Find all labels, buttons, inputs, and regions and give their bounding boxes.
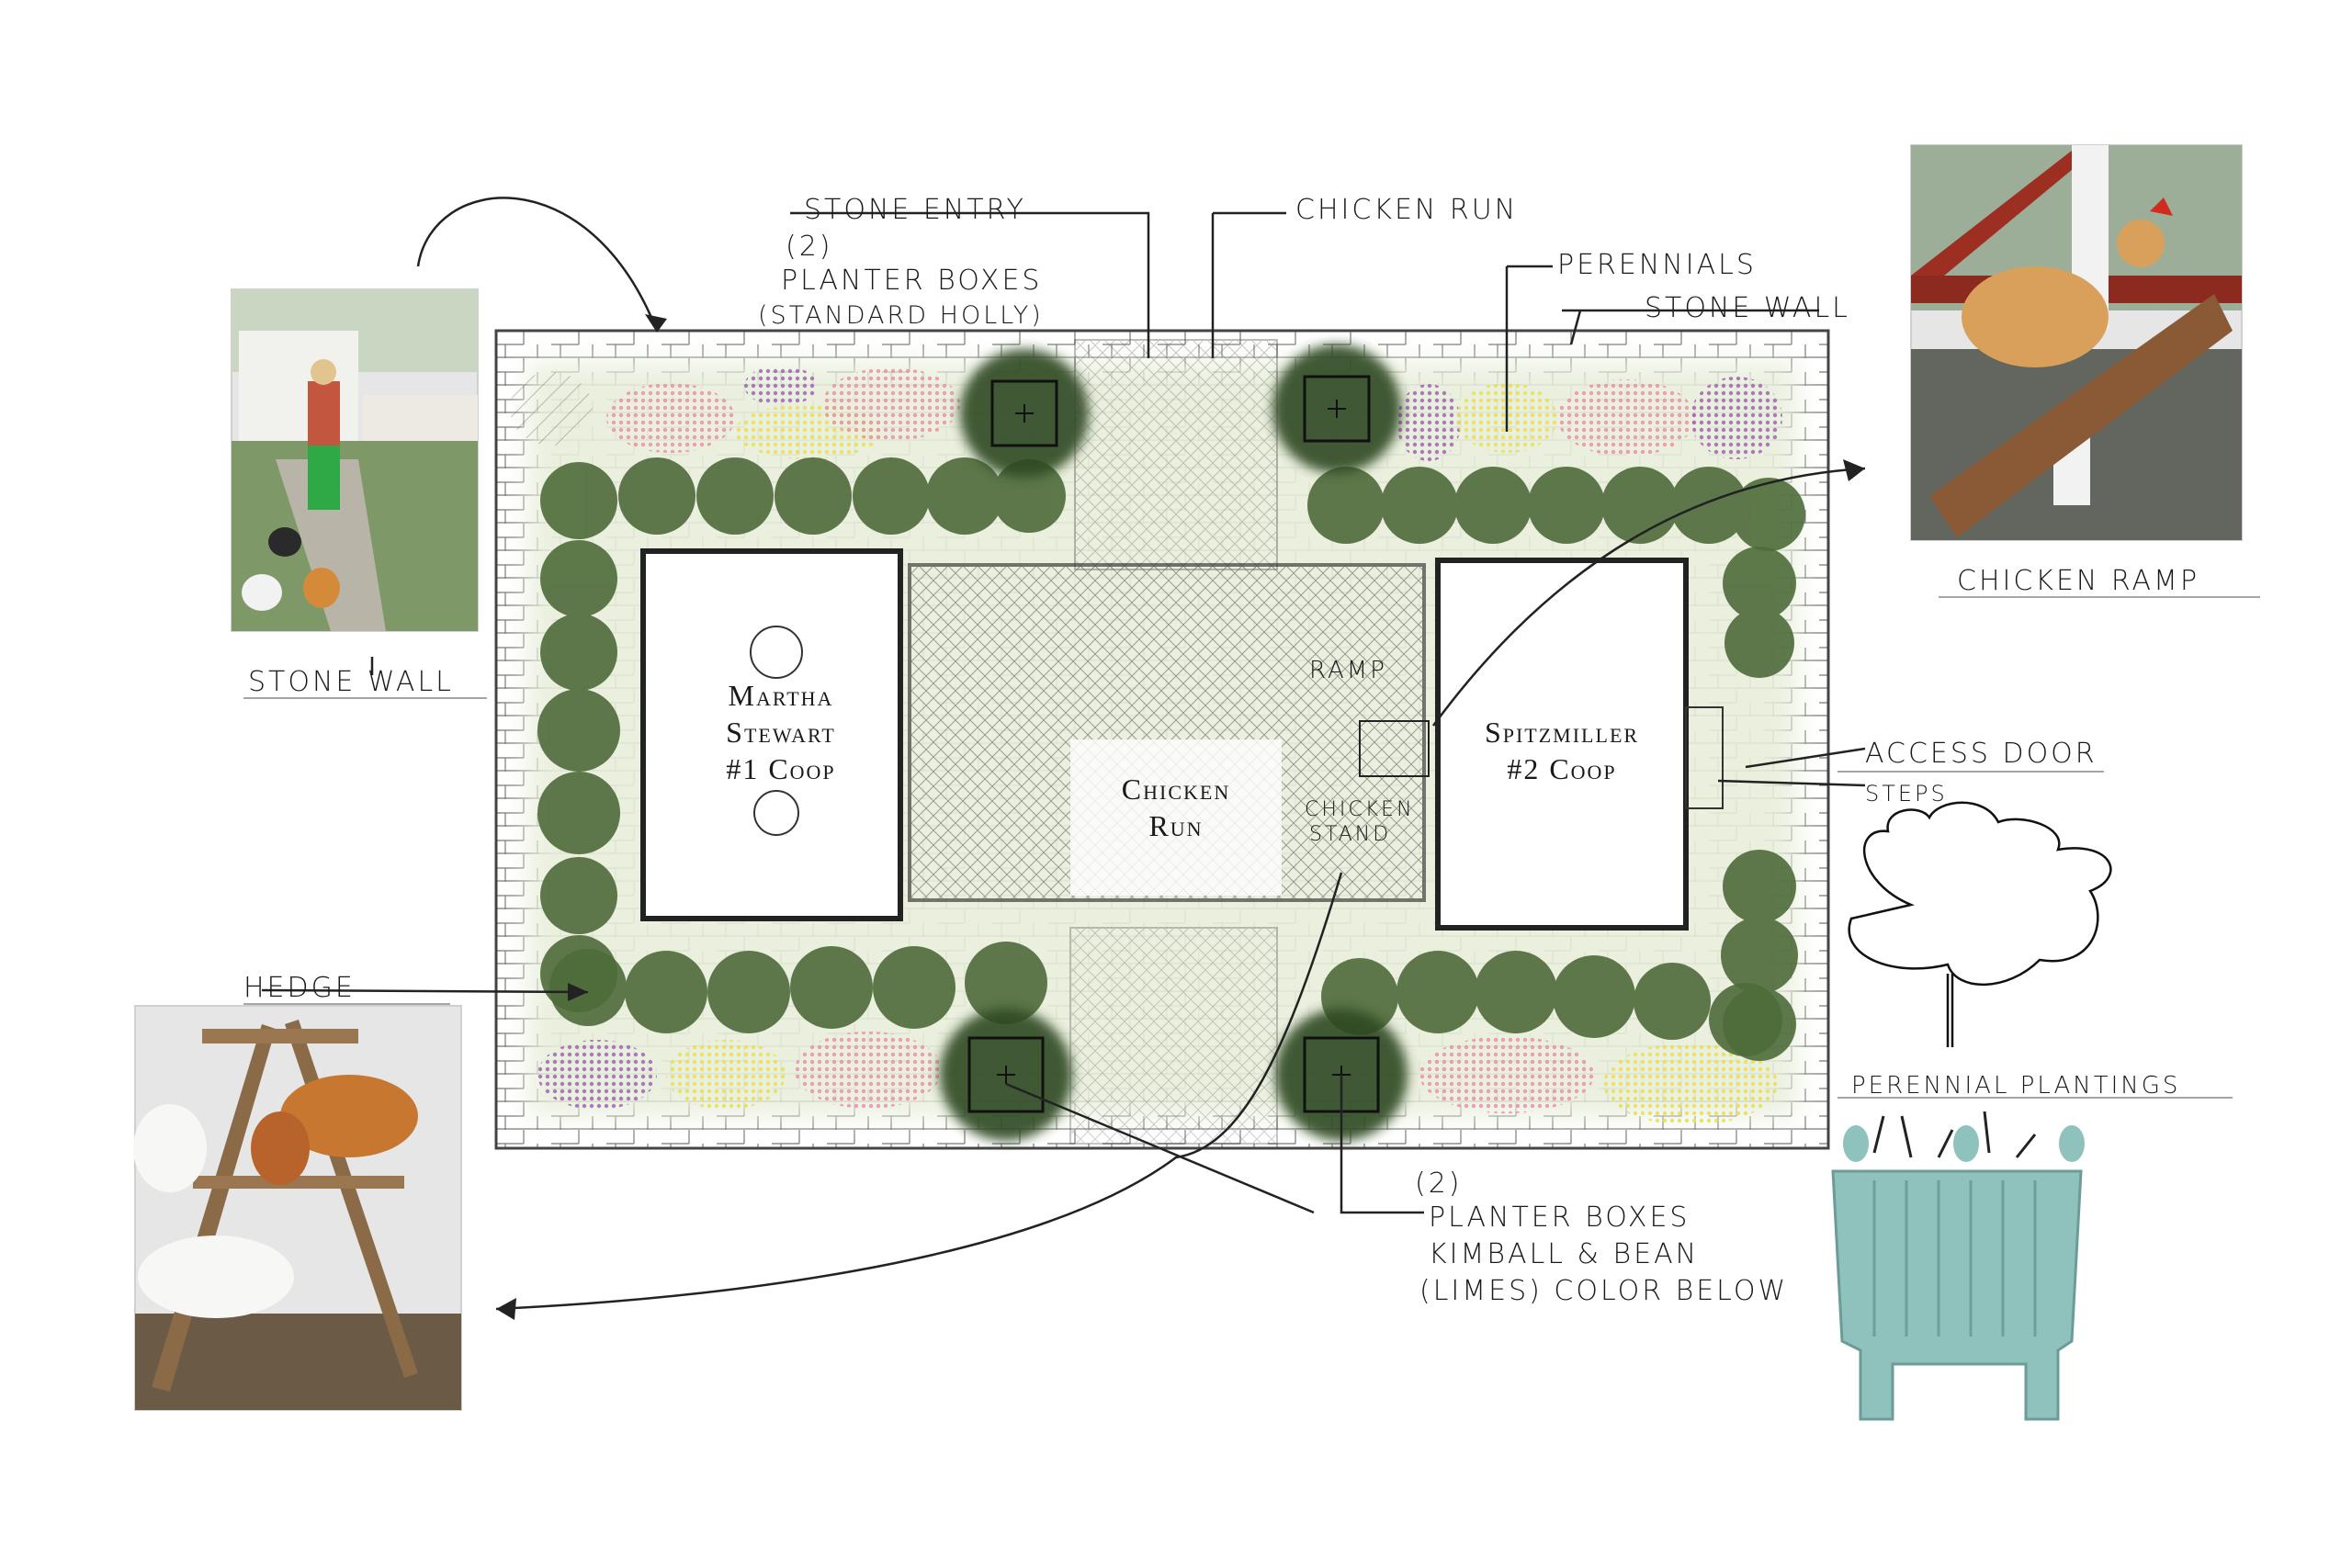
ramp (1359, 720, 1430, 777)
label-stone-wall-top: STONE WALL (1645, 292, 1850, 324)
stone-entry-top (1074, 339, 1278, 570)
label-stone-entry: STONE ENTRY (804, 194, 1026, 226)
stone-wall-photo (231, 288, 479, 632)
flower-beds-top-left (510, 366, 960, 459)
tree-sketch-icon (1848, 801, 2112, 1047)
planter-box-bottom-left (940, 1009, 1072, 1141)
label-steps: STEPS (1865, 781, 1948, 807)
label-planter-qty-top: (2) (786, 231, 833, 263)
coop-2-label-line2: #2 Coop (1507, 752, 1616, 785)
label-hedge: HEDGE (243, 972, 356, 1004)
hedge-right (1721, 547, 1798, 1061)
coop-2 (1435, 558, 1689, 931)
note-rules (243, 596, 2260, 1099)
label-planter-note-top: (STANDARD HOLLY) (758, 301, 1044, 330)
label-planter-note-bottom-1: KIMBALL & BEAN (1429, 1238, 1699, 1270)
label-chicken-stand-2: STAND (1309, 823, 1391, 846)
coop-2-label-line1: Spitzmiller (1485, 716, 1639, 749)
chicken-ramp-photo (1910, 144, 2243, 541)
flower-beds-bottom-left (537, 1032, 942, 1110)
coop-1 (640, 548, 903, 921)
label-ramp: RAMP (1309, 657, 1387, 684)
label-planter-qty-bottom: (2) (1415, 1168, 1463, 1200)
coop-1-label-line3: #1 Coop (726, 752, 835, 785)
chicken-stand-photo (133, 1005, 462, 1411)
leader-lines (261, 197, 1866, 1311)
stone-entry-bottom (1069, 927, 1278, 1145)
hedge-top-left (540, 457, 1066, 539)
annotations: STONE ENTRY (2) PLANTER BOXES (STANDARD … (243, 194, 2199, 1307)
label-access-door: ACCESS DOOR (1865, 738, 2098, 770)
label-chicken-ramp: CHICKEN RAMP (1957, 565, 2199, 597)
coop-1-label-line2: Stewart (726, 716, 836, 749)
label-perennial-plantings: PERENNIAL PLANTINGS (1851, 1072, 2180, 1100)
planter-box-top-right (1272, 344, 1401, 473)
planter-box-photo (1831, 1111, 2085, 1421)
planter-box-top-left (960, 349, 1089, 478)
site-plan: Martha Stewart #1 Coop Chicken Run Spitz… (494, 329, 1830, 1150)
label-perennials: PERENNIALS (1557, 249, 1757, 281)
label-planter-boxes-top: PLANTER BOXES (781, 265, 1042, 297)
arrowheads (496, 314, 1865, 1320)
label-planter-boxes-bottom: PLANTER BOXES (1429, 1201, 1690, 1234)
label-stone-wall-left: STONE WALL (248, 666, 454, 698)
hedge-bottom-left (549, 942, 1047, 1033)
chicken-run-label-line2: Run (1148, 809, 1203, 842)
label-chicken-stand-1: CHICKEN (1305, 798, 1415, 821)
label-chicken-run: CHICKEN RUN (1295, 194, 1518, 226)
hedge-bottom-right (1321, 951, 1782, 1056)
flower-beds-bottom-right (1419, 1036, 1778, 1125)
chicken-run-label-line1: Chicken (1122, 773, 1230, 806)
label-planter-note-bottom-2: (LIMES) COLOR BELOW (1419, 1275, 1788, 1307)
coop-1-label-line1: Martha (729, 679, 834, 712)
hedge-top-right (1307, 467, 1805, 551)
